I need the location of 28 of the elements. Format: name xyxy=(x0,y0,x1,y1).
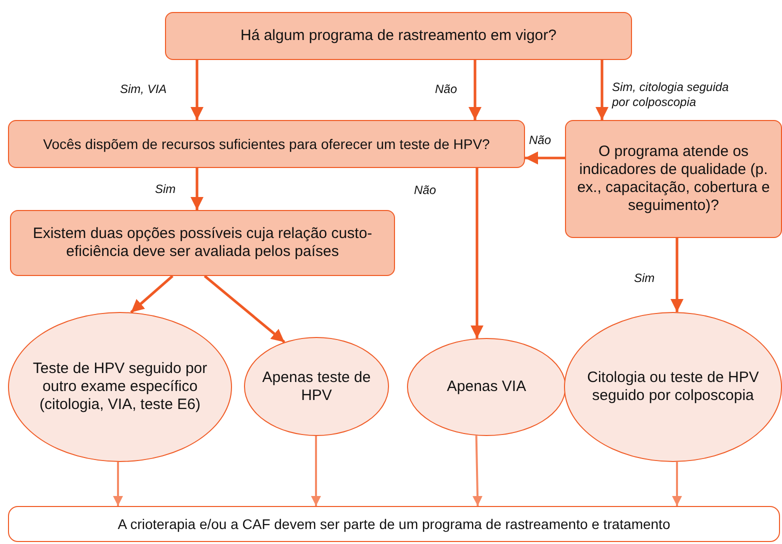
node-text: A crioterapia e/ou a CAF devem ser parte de um programa de rastreamento e tratamento xyxy=(118,516,670,532)
node-text: Há algum programa de rastreamento em vigor? xyxy=(240,27,556,45)
process-box xyxy=(10,210,395,276)
arrow xyxy=(113,462,123,506)
arrow xyxy=(525,152,565,164)
node-text: Apenas VIA xyxy=(446,378,526,396)
arrow xyxy=(204,275,286,344)
arrow xyxy=(190,168,204,210)
node-text: Citologia ou teste de HPV seguido por colposcopia xyxy=(587,369,759,405)
arrow xyxy=(468,60,482,120)
node-text: Apenas teste de HPV xyxy=(261,368,372,404)
arrow xyxy=(672,462,682,506)
process-box xyxy=(565,120,782,238)
arrow xyxy=(130,275,174,314)
node-text: Teste de HPV seguido por outro exame específico (citologia, VIA, teste E6) xyxy=(32,360,208,414)
arrow xyxy=(472,436,483,506)
edge-label: Sim, VIA xyxy=(120,82,167,97)
process-box xyxy=(165,12,632,60)
arrow xyxy=(311,436,321,506)
arrow xyxy=(596,60,608,120)
arrow xyxy=(670,238,684,312)
arrow xyxy=(190,60,204,120)
node-text: Existem duas opções possíveis cuja relação custo-eficiência deve ser avaliada pelos países xyxy=(32,225,374,261)
node-text: O programa atende os indicadores de qualidade (p. ex., capacitação, cobertura e seguimento)? xyxy=(576,143,771,215)
arrow xyxy=(470,168,484,338)
node-text: Vocês dispõem de recursos suficientes para oferecer um teste de HPV? xyxy=(43,136,490,152)
conclusion-box xyxy=(8,506,780,542)
process-box xyxy=(8,120,525,168)
